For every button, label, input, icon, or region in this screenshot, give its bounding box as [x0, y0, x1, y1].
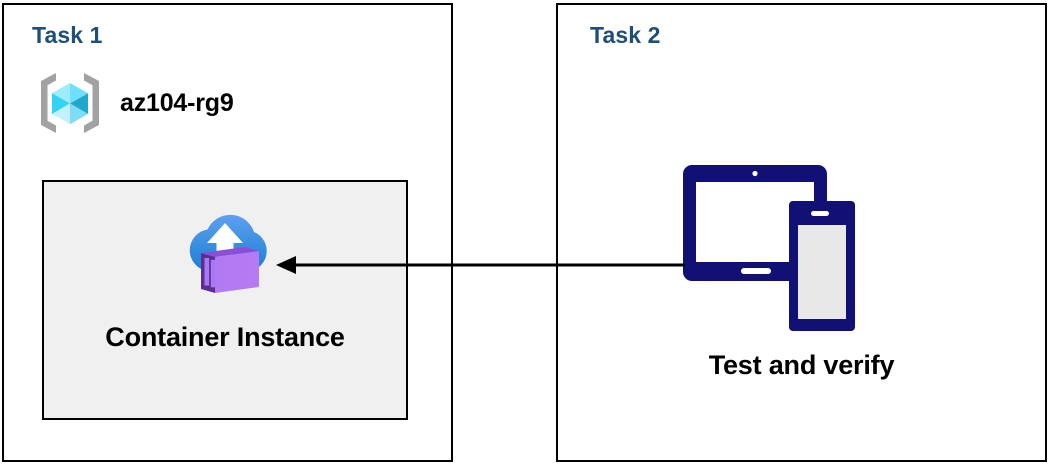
container-instance-label: Container Instance [105, 322, 345, 352]
panel-task-1: Task 1 az104-rg9 [2, 3, 453, 462]
resource-group-label: az104-rg9 [120, 88, 234, 117]
tablet-and-phone-icon [683, 165, 855, 331]
resource-group-row: az104-rg9 [34, 67, 234, 139]
azure-container-instance-icon [189, 214, 267, 293]
azure-resource-group-icon [41, 73, 99, 133]
test-and-verify-label: Test and verify [708, 350, 895, 380]
panel-title-task-1: Task 1 [32, 22, 103, 48]
panel-title-task-2: Task 2 [590, 22, 661, 48]
container-instance-box: Container Instance [42, 180, 408, 420]
